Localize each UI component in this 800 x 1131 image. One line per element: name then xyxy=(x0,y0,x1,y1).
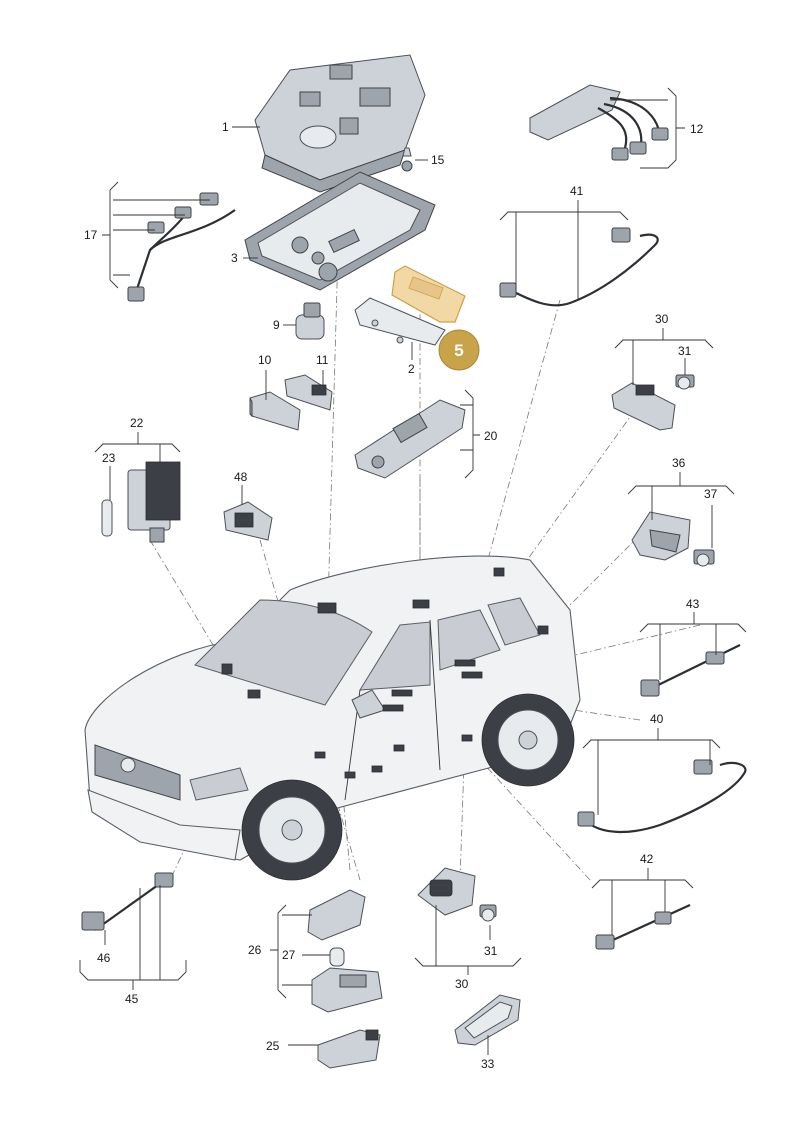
label-11: 11 xyxy=(316,353,329,367)
vehicle-illustration xyxy=(84,555,581,881)
label-48: 48 xyxy=(234,470,248,484)
label-22: 22 xyxy=(130,416,144,430)
badge-label: 5 xyxy=(454,341,463,360)
part-5-badge[interactable]: 5 xyxy=(438,329,480,371)
part-26-housing xyxy=(311,967,383,1013)
part-42-cable xyxy=(595,903,691,950)
label-45: 45 xyxy=(125,992,139,1006)
label-31-bottom: 31 xyxy=(484,944,498,958)
label-30-top: 30 xyxy=(655,312,669,326)
label-37: 37 xyxy=(704,487,718,501)
part-20-lamp-unit xyxy=(354,399,466,479)
part-1-roof-console xyxy=(254,54,426,193)
label-42: 42 xyxy=(640,852,654,866)
part-5-lens-highlighted xyxy=(391,265,466,323)
part-15-screw xyxy=(401,147,413,172)
label-26: 26 xyxy=(248,943,262,957)
label-31-top: 31 xyxy=(678,344,692,358)
part-10-switch xyxy=(249,391,301,431)
part-48-switch xyxy=(223,501,273,541)
part-30-lamp-bottom xyxy=(417,867,476,916)
part-27-bulb xyxy=(329,947,345,967)
part-25-lamp xyxy=(317,1029,381,1069)
label-2: 2 xyxy=(408,362,415,376)
label-40: 40 xyxy=(650,712,664,726)
part-30-lamp-top xyxy=(611,382,676,431)
part-43-cable xyxy=(640,644,741,697)
label-1: 1 xyxy=(222,120,229,134)
label-46: 46 xyxy=(97,951,111,965)
part-9-bulb-holder xyxy=(295,302,325,340)
label-25: 25 xyxy=(266,1039,280,1053)
part-33-lens xyxy=(454,994,521,1046)
label-9: 9 xyxy=(273,318,280,332)
label-33: 33 xyxy=(481,1057,495,1071)
part-37-bulb xyxy=(693,549,715,567)
label-43: 43 xyxy=(686,597,700,611)
part-17-wiring-harness xyxy=(127,192,236,302)
label-20: 20 xyxy=(484,429,498,443)
label-17: 17 xyxy=(84,228,98,242)
callout-lines xyxy=(79,87,747,1055)
label-27: 27 xyxy=(282,948,296,962)
label-23: 23 xyxy=(102,451,116,465)
part-2-cover-plate xyxy=(354,297,446,346)
part-41-cable xyxy=(499,227,659,307)
part-31-bulb-bottom xyxy=(479,904,497,922)
part-11-switch xyxy=(284,374,333,411)
part-12-control-module xyxy=(529,84,669,161)
label-3: 3 xyxy=(231,251,238,265)
part-3-trim-frame xyxy=(244,171,436,291)
label-41: 41 xyxy=(570,184,584,198)
label-12: 12 xyxy=(690,122,704,136)
part-22-lamp-housing xyxy=(127,461,181,543)
callout-labels: 1 15 3 9 2 10 11 12 17 41 20 30 31 22 23… xyxy=(84,120,718,1071)
label-10: 10 xyxy=(258,353,272,367)
leader-lines xyxy=(149,179,701,881)
part-40-cable xyxy=(577,759,747,833)
part-26-lamp xyxy=(307,889,366,941)
label-36: 36 xyxy=(672,456,686,470)
part-36-lamp xyxy=(631,511,691,561)
label-15: 15 xyxy=(431,153,445,167)
label-30-bottom: 30 xyxy=(455,977,469,991)
part-46-harness xyxy=(81,872,174,931)
part-23-festoon-bulb xyxy=(101,499,113,537)
part-31-bulb-top xyxy=(675,374,695,390)
